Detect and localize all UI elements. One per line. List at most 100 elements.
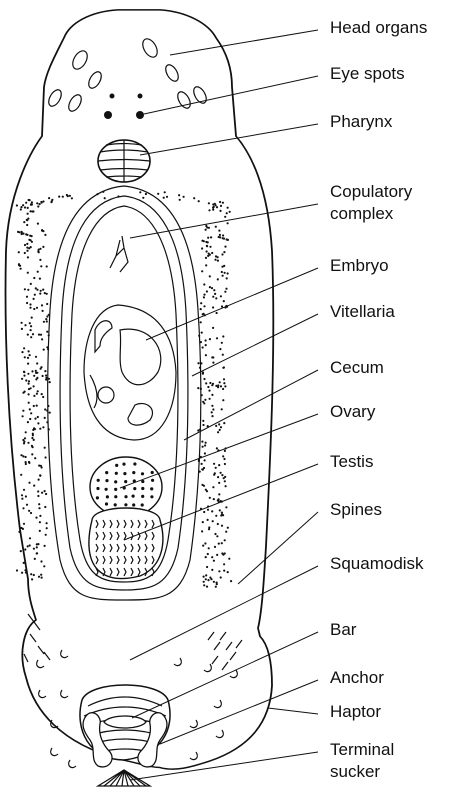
stipple-dot	[223, 251, 225, 253]
stipple-dot	[217, 523, 219, 525]
stipple-dot	[213, 560, 215, 562]
stipple-dot	[22, 439, 24, 441]
stipple-dot	[105, 471, 108, 474]
stipple-dot	[225, 506, 227, 508]
stipple-dot	[38, 507, 40, 509]
stipple-dot	[43, 349, 45, 351]
stipple-dot	[203, 581, 205, 583]
stipple-dot	[198, 335, 200, 337]
stipple-dot	[221, 408, 223, 410]
stipple-dot	[200, 321, 202, 323]
stipple-dot	[30, 336, 32, 338]
stipple-dot	[33, 385, 35, 387]
stipple-dot	[150, 495, 153, 498]
stipple-dot	[201, 530, 203, 532]
stipple-dot	[23, 489, 25, 491]
stipple-dot	[25, 461, 27, 463]
stipple-dot	[221, 342, 223, 344]
stipple-dot	[96, 487, 99, 490]
stipple-dot	[31, 210, 33, 212]
stipple-dot	[218, 482, 220, 484]
stipple-dot	[219, 236, 221, 238]
stipple-dot	[41, 577, 43, 579]
stipple-dot	[102, 191, 104, 193]
stipple-dot	[178, 194, 180, 196]
stipple-dot	[21, 328, 23, 330]
stipple-dot	[210, 236, 212, 238]
stipple-dot	[215, 297, 217, 299]
stipple-dot	[212, 486, 214, 488]
stipple-dot	[226, 277, 228, 279]
stipple-dot	[41, 229, 43, 231]
stipple-dot	[220, 426, 222, 428]
stipple-dot	[197, 387, 199, 389]
stipple-dot	[27, 289, 29, 291]
stipple-dot	[211, 394, 213, 396]
stipple-dot	[34, 428, 36, 430]
stipple-dot	[226, 212, 228, 214]
stipple-dot	[32, 333, 34, 335]
stipple-dot	[220, 472, 222, 474]
stipple-dot	[202, 401, 204, 403]
stipple-dot	[31, 578, 33, 580]
stipple-dot	[35, 287, 37, 289]
stipple-dot	[26, 224, 28, 226]
stipple-dot	[209, 577, 211, 579]
stipple-dot	[47, 405, 49, 407]
stipple-dot	[205, 264, 207, 266]
stipple-dot	[132, 471, 135, 474]
stipple-dot	[222, 354, 224, 356]
head-organs-group	[46, 36, 209, 113]
stipple-dot	[206, 566, 208, 568]
stipple-dot	[96, 496, 99, 499]
stipple-dot	[21, 233, 23, 235]
stipple-dot	[220, 514, 222, 516]
stipple-dot	[27, 442, 29, 444]
stipple-dot	[33, 405, 35, 407]
stipple-dot	[42, 396, 44, 398]
stipple-dot	[217, 278, 219, 280]
stipple-dot	[201, 332, 203, 334]
stipple-dot	[44, 292, 46, 294]
stipple-dot	[206, 586, 208, 588]
stipple-dot	[45, 374, 47, 376]
stipple-dot	[24, 288, 26, 290]
stipple-dot	[48, 428, 50, 430]
stipple-dot	[44, 370, 46, 372]
stipple-dot	[204, 399, 206, 401]
stipple-dot	[27, 334, 29, 336]
stipple-dot	[217, 260, 219, 262]
stipple-dot	[45, 456, 47, 458]
stipple-dot	[206, 290, 208, 292]
stipple-dot	[46, 315, 48, 317]
stipple-dot	[33, 395, 35, 397]
stipple-dot	[183, 196, 185, 198]
stipple-dot	[228, 558, 230, 560]
stipple-dot	[27, 421, 29, 423]
stipple-dot	[28, 350, 30, 352]
stipple-dot	[220, 576, 222, 578]
stipple-dot	[36, 393, 38, 395]
stipple-dot	[29, 307, 31, 309]
stipple-dot	[33, 277, 35, 279]
stipple-dot	[23, 371, 25, 373]
stipple-dot	[145, 193, 147, 195]
head-organ	[86, 70, 104, 91]
stipple-dot	[203, 511, 205, 513]
stipple-dot	[216, 583, 218, 585]
stipple-dot	[20, 527, 22, 529]
stipple-dot	[27, 207, 29, 209]
stipple-dot	[27, 272, 29, 274]
stipple-dot	[206, 245, 208, 247]
stipple-dot	[222, 202, 224, 204]
stipple-dot	[42, 375, 44, 377]
stipple-dot	[33, 574, 35, 576]
stipple-dot	[150, 487, 153, 490]
stipple-dot	[200, 308, 202, 310]
stipple-dot	[224, 385, 226, 387]
stipple-dot	[69, 195, 71, 197]
stipple-dot	[216, 206, 218, 208]
stipple-dot	[202, 420, 204, 422]
stipple-dot	[36, 552, 38, 554]
label-eye-spots: Eye spots	[330, 64, 405, 84]
